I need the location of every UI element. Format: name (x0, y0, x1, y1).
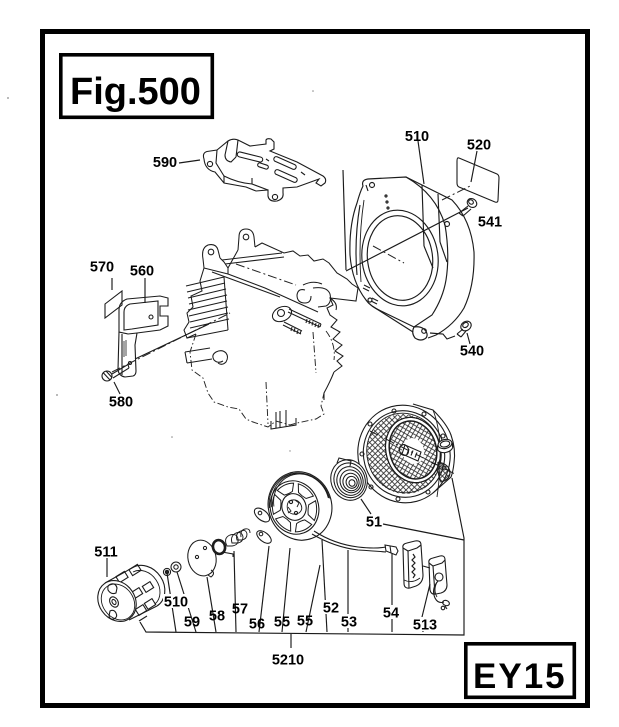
svg-text:570: 570 (90, 260, 114, 276)
svg-text:5210: 5210 (272, 653, 304, 669)
svg-text:541: 541 (478, 215, 502, 231)
svg-text:54: 54 (383, 606, 399, 622)
svg-text:590: 590 (153, 155, 177, 171)
svg-text:520: 520 (467, 138, 491, 154)
svg-text:51: 51 (366, 515, 382, 531)
svg-text:511: 511 (94, 545, 117, 561)
svg-text:52: 52 (323, 601, 339, 617)
svg-text:580: 580 (109, 395, 133, 411)
svg-text:Fig.500: Fig.500 (70, 71, 201, 113)
svg-text:510: 510 (164, 595, 188, 611)
svg-text:53: 53 (341, 615, 357, 631)
svg-text:560: 560 (130, 264, 154, 280)
svg-text:56: 56 (249, 617, 265, 633)
svg-text:55: 55 (274, 615, 290, 631)
svg-text:57: 57 (232, 602, 248, 618)
svg-text:540: 540 (460, 344, 484, 360)
svg-text:EY15: EY15 (473, 657, 567, 696)
svg-text:513: 513 (413, 618, 437, 634)
svg-text:58: 58 (209, 609, 225, 625)
svg-text:510: 510 (405, 129, 429, 145)
svg-text:55: 55 (297, 614, 313, 630)
svg-text:59: 59 (184, 615, 200, 631)
